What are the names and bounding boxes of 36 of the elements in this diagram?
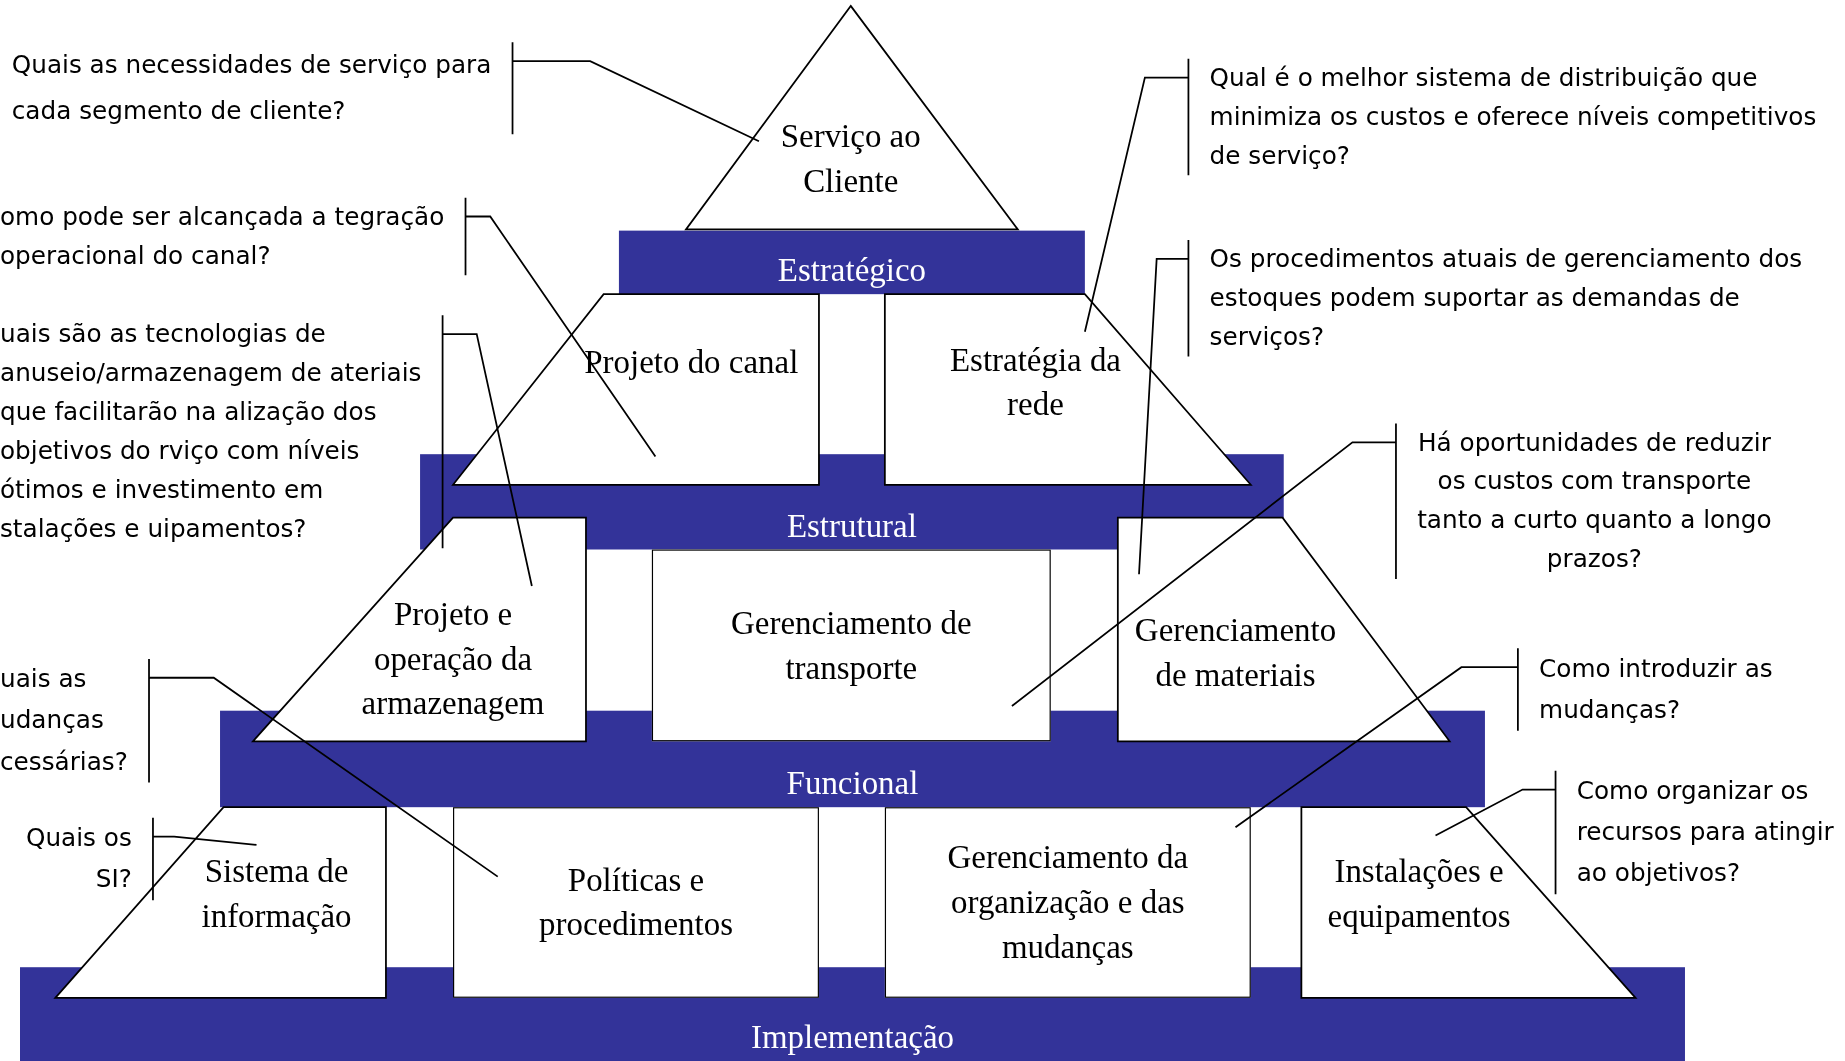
question-text: Quais os SI? [0,817,165,901]
activity-label: Sistema de informação [200,852,353,937]
leader-line [1234,647,1519,829]
level-label: Funcional [786,764,919,802]
activity-label: Estratégia da rede [948,340,1122,425]
activity-label: Políticas e procedimentos [538,860,734,945]
activity-box [651,549,1051,742]
leader-line [511,41,760,143]
level-label: Estratégico [777,251,926,289]
question-text: uais são as tecnologias de anuseio/armazenagem de ateriais que facilitarão na alização dos objetivos do rviço com níveis ótimos e investimento em stalações e uipamentos? [0,315,461,549]
level-band [618,230,1085,295]
leader-line [1138,239,1190,576]
activity-label: Projeto e operação da armazenagem [360,594,546,724]
level-label: Estrutural [786,507,917,544]
activity-label: Gerenciamento de transporte [730,603,973,688]
question-text: omo pode ser alcançada a tegração operacional do canal? [0,197,565,276]
question-text: uais as udanças cessárias? [0,658,204,783]
leader-line [148,658,499,878]
question-text: Qual é o melhor sistema de distribuição que minimiza os custos e oferece níveis competitivos de serviço? [1176,58,1845,176]
question-text: Há oportunidades de reduzir os custos com transporte tanto a curto quanto a longo prazos? [1384,423,1783,579]
leader-line [152,816,258,901]
question-text: Os procedimentos atuais de gerenciamento dos estoques podem suportar as demandas de serviços? [1176,240,1822,357]
question-text: Como organizar os recursos para atingir ao objetivos? [1543,770,1845,895]
activity-label: Gerenciamento da organização e das mudanças [946,837,1190,967]
level-label: Implementação [750,1019,955,1056]
activity-box [884,807,1251,998]
question-text: Quais as necessidades de serviço para cada segmento de cliente? [11,42,599,135]
activity-label: Gerenciamento de materiais [1133,610,1338,696]
activity-box [453,807,819,998]
leader-line [464,196,657,458]
question-text: Como introduzir as mudanças? [1506,648,1845,731]
leader-line [1011,422,1397,707]
leader-line [1434,769,1557,896]
leader-line [1084,57,1190,333]
activity-label: Serviço ao Cliente [779,116,922,201]
activity-label: Instalações e equipamentos [1326,852,1512,937]
